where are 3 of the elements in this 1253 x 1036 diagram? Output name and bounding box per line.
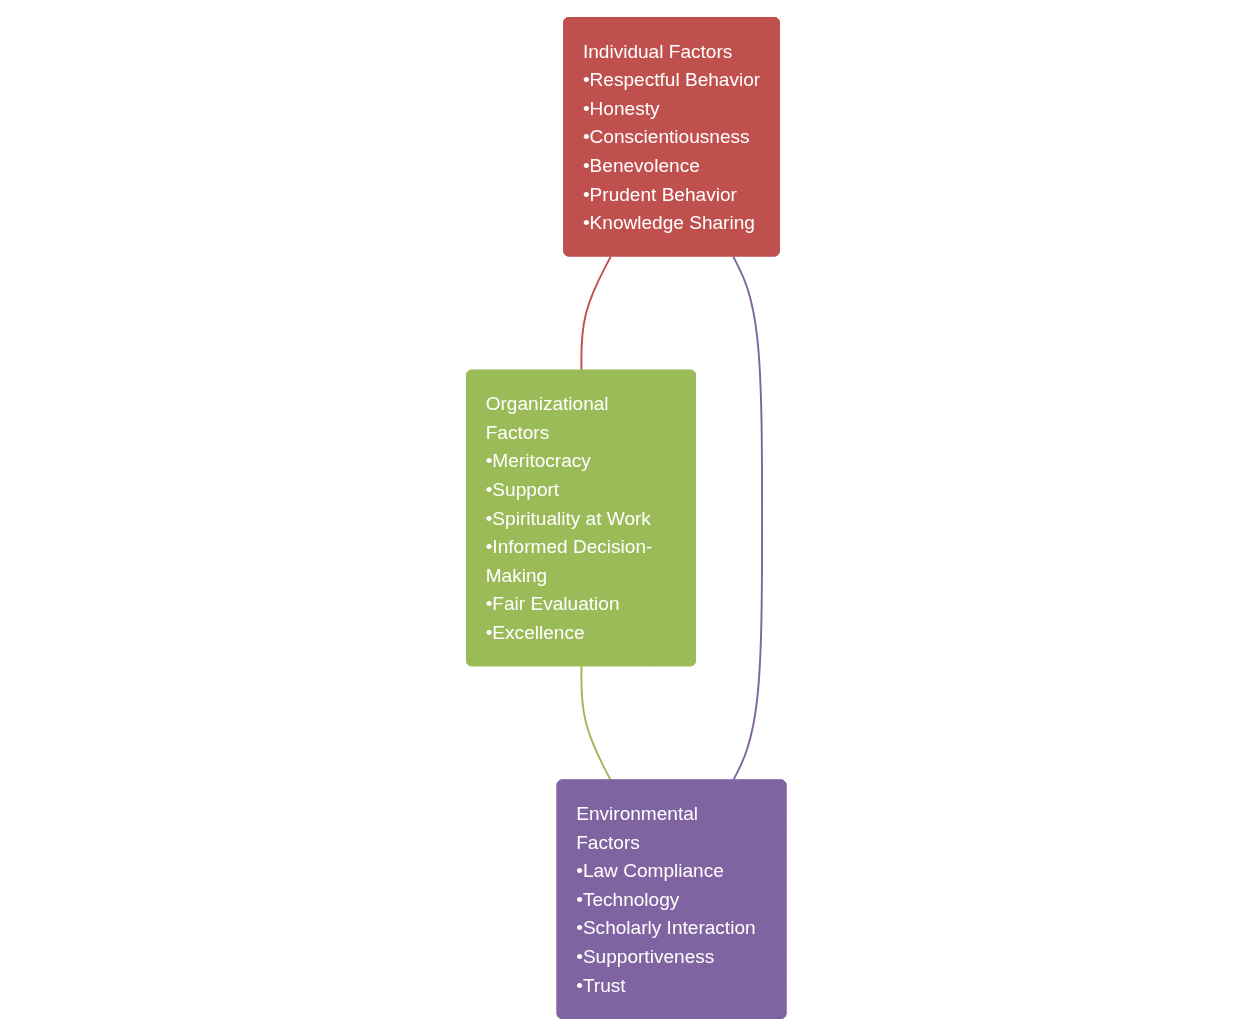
connector (580, 255, 613, 372)
connector (732, 255, 764, 782)
connector (580, 665, 613, 782)
